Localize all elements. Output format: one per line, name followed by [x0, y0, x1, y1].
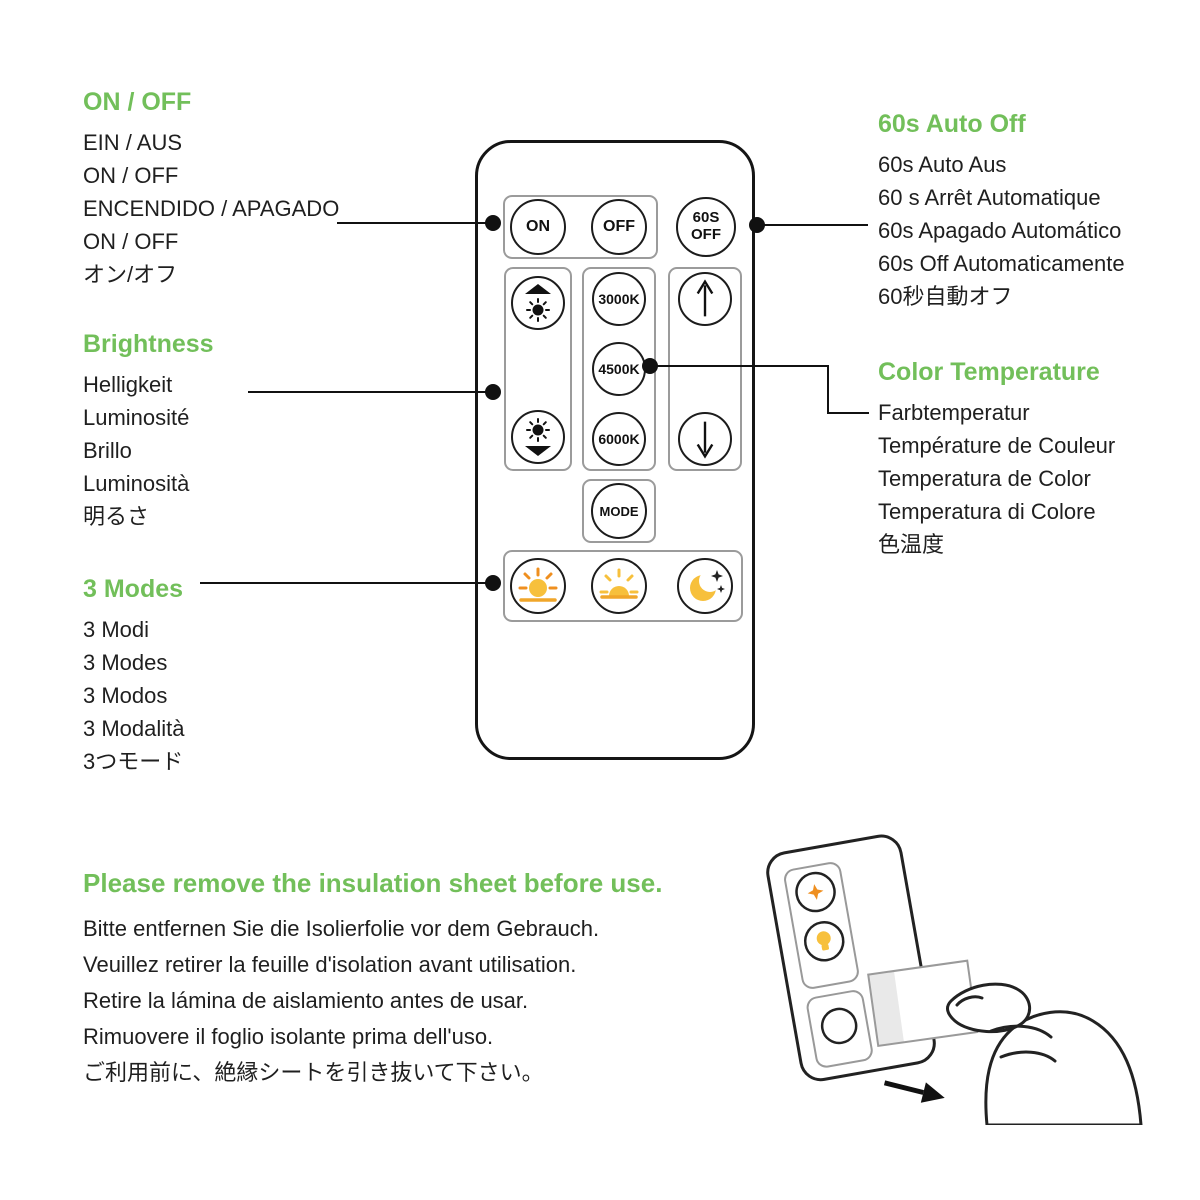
color-temp-line-fr: Température de Couleur: [878, 433, 1116, 458]
callout-dot-modes: [485, 575, 501, 591]
auto-off-line-fr: 60 s Arrêt Automatique: [878, 185, 1101, 210]
label-block-insulation: Please remove the insulation sheet befor…: [83, 868, 723, 1091]
brightness-up-icon: [525, 284, 551, 322]
mode-button: MODE: [591, 483, 647, 539]
illustration-bulb-icon: [816, 931, 831, 951]
callout-line-color-temp-h2: [827, 412, 869, 414]
insulation-line-it: Rimuovere il foglio isolante prima dell'…: [83, 1024, 494, 1049]
mode-night-icon: [690, 570, 725, 601]
mode-sunrise-icon: [518, 567, 558, 602]
callout-line-color-temp-h1: [648, 365, 829, 367]
insulation-line-fr: Veuillez retirer la feuille d'isolation …: [83, 952, 577, 977]
mode-sunrise-button: [510, 558, 566, 614]
label-block-brightness: Brightness Helligkeit Luminosité Brillo …: [83, 330, 383, 533]
on-button-label: ON: [526, 218, 550, 235]
insulation-line-es: Retire la lámina de aislamiento antes de…: [83, 988, 529, 1013]
on-off-line-it: ON / OFF: [83, 229, 179, 254]
temp-4500k-label: 4500K: [598, 361, 640, 377]
on-off-line-en: ON / OFF: [83, 163, 179, 188]
modes-line-es: 3 Modos: [83, 683, 168, 708]
insulation-line-de: Bitte entfernen Sie die Isolierfolie vor…: [83, 916, 600, 941]
modes-line-de: 3 Modi: [83, 617, 150, 642]
auto-off-line-de: 60s Auto Aus: [878, 152, 1007, 177]
temp-up-arrow-icon: [696, 279, 714, 317]
temp-6000k-label: 6000K: [598, 431, 640, 447]
brightness-heading: Brightness: [83, 330, 214, 358]
callout-line-auto-off: [757, 224, 868, 226]
brightness-line-de: Helligkeit: [83, 372, 173, 397]
color-temp-line-it: Temperatura di Colore: [878, 499, 1096, 524]
mode-sunset-icon: [599, 568, 639, 599]
callout-dot-brightness: [485, 384, 501, 400]
temp-4500k-button: 4500K: [592, 342, 646, 396]
temp-3000k-label: 3000K: [598, 291, 640, 307]
pull-arrow-icon: [883, 1080, 945, 1103]
remote-control: ON OFF 60S OFF: [475, 140, 755, 760]
brightness-down-button: [511, 410, 565, 464]
temp-down-arrow-icon: [696, 421, 714, 459]
insulation-line-jp: ご利用前に、絶縁シートを引き抜いて下さい。: [83, 1060, 544, 1085]
callout-line-on-off: [337, 222, 493, 224]
off-button: OFF: [591, 199, 647, 255]
illustration-star-icon: [807, 884, 824, 900]
mode-sunset-button: [591, 558, 647, 614]
illustration-remote: [766, 834, 936, 1082]
insulation-sheet: [867, 959, 979, 1048]
label-block-modes: 3 Modes 3 Modi 3 Modes 3 Modos 3 Modalit…: [83, 575, 383, 778]
on-off-line-jp: オン/オフ: [83, 262, 178, 287]
insulation-sheet-pull-illustration: [766, 834, 1143, 1125]
auto-off-button-label-top: 60S: [692, 209, 720, 227]
callout-line-color-temp-v: [827, 365, 829, 414]
modes-line-it: 3 Modalità: [83, 716, 185, 741]
modes-heading: 3 Modes: [83, 575, 184, 603]
color-temp-line-jp: 色温度: [878, 532, 945, 557]
callout-line-modes: [200, 582, 493, 584]
auto-off-button: 60S OFF: [676, 197, 736, 257]
temp-6000k-button: 6000K: [592, 412, 646, 466]
hand: [946, 982, 1143, 1125]
modes-line-jp: 3つモード: [83, 749, 184, 774]
auto-off-line-it: 60s Off Automaticamente: [878, 251, 1125, 276]
callout-line-brightness: [248, 391, 493, 393]
label-block-color-temp: Color Temperature Farbtemperatur Tempéra…: [878, 358, 1178, 561]
brightness-up-button: [511, 276, 565, 330]
callout-dot-on-off: [485, 215, 501, 231]
auto-off-button-label-bottom: OFF: [691, 226, 721, 243]
callout-dot-color-temp: [642, 358, 658, 374]
auto-off-heading: 60s Auto Off: [878, 110, 1026, 138]
mode-night-button: [677, 558, 733, 614]
temp-up-button: [678, 272, 732, 326]
label-block-on-off: ON / OFF EIN / AUS ON / OFF ENCENDIDO / …: [83, 88, 413, 291]
on-button: ON: [510, 199, 566, 255]
brightness-line-fr: Luminosité: [83, 405, 190, 430]
on-off-line-de: EIN / AUS: [83, 130, 183, 155]
color-temp-line-es: Temperatura de Color: [878, 466, 1091, 491]
off-button-label: OFF: [603, 218, 635, 235]
on-off-line-es: ENCENDIDO / APAGADO: [83, 196, 340, 221]
brightness-down-icon: [525, 418, 551, 456]
color-temp-line-de: Farbtemperatur: [878, 400, 1030, 425]
mode-button-label: MODE: [599, 503, 639, 519]
color-temp-heading: Color Temperature: [878, 358, 1100, 386]
modes-line-fr: 3 Modes: [83, 650, 168, 675]
insulation-heading: Please remove the insulation sheet befor…: [83, 868, 663, 898]
brightness-line-es: Brillo: [83, 438, 132, 463]
temp-3000k-button: 3000K: [592, 272, 646, 326]
on-off-heading: ON / OFF: [83, 88, 192, 116]
brightness-line-it: Luminosità: [83, 471, 190, 496]
brightness-line-jp: 明るさ: [83, 504, 150, 529]
auto-off-line-jp: 60秒自動オフ: [878, 284, 1013, 309]
auto-off-line-es: 60s Apagado Automático: [878, 218, 1122, 243]
label-block-auto-off: 60s Auto Off 60s Auto Aus 60 s Arrêt Aut…: [878, 110, 1178, 313]
temp-down-button: [678, 412, 732, 466]
callout-dot-auto-off: [749, 217, 765, 233]
